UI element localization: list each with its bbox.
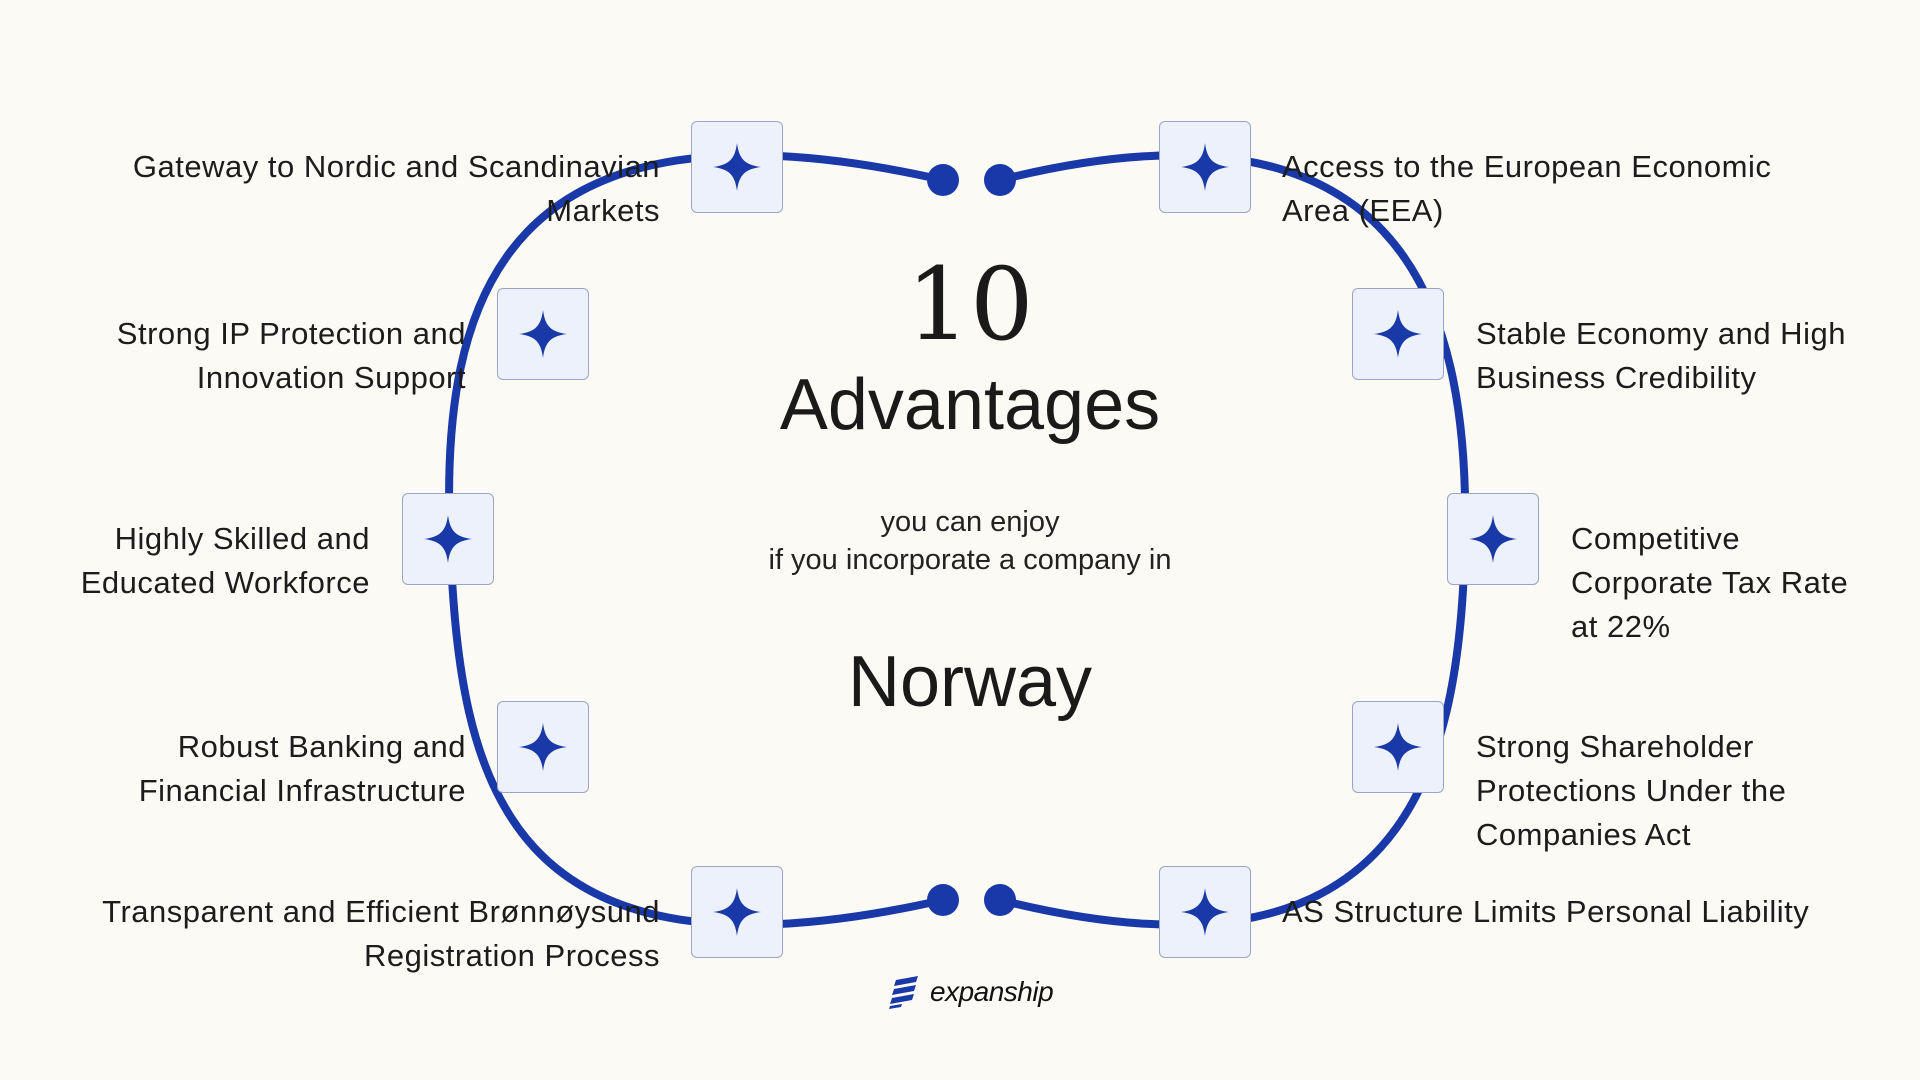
four-point-star-icon bbox=[1469, 515, 1517, 563]
headline: Advantages bbox=[779, 365, 1161, 445]
four-point-star-icon bbox=[1374, 310, 1422, 358]
advantage-label-line: Strong Shareholder bbox=[1476, 729, 1754, 764]
ring-dot-bottom-right bbox=[984, 884, 1016, 916]
advantage-label-line: Business Credibility bbox=[1476, 360, 1757, 395]
advantage-badge bbox=[691, 866, 783, 958]
advantage-badge bbox=[1159, 866, 1251, 958]
ring-dot-bottom-left bbox=[927, 884, 959, 916]
advantage-badge bbox=[1447, 493, 1539, 585]
ring-dot-top-left bbox=[927, 164, 959, 196]
advantage-label-line: Area (EEA) bbox=[1282, 193, 1444, 228]
advantage-label-line: Markets bbox=[546, 193, 660, 228]
four-point-star-icon bbox=[1181, 888, 1229, 936]
advantage-label-line: Financial Infrastructure bbox=[138, 773, 466, 808]
four-point-star-icon bbox=[713, 143, 761, 191]
four-point-star-icon bbox=[424, 515, 472, 563]
advantage-label-line: Robust Banking and bbox=[177, 729, 466, 764]
advantage-label-line: Strong IP Protection and bbox=[116, 316, 466, 351]
advantage-label-line: Protections Under the bbox=[1476, 773, 1787, 808]
advantage-badge bbox=[402, 493, 494, 585]
advantage-badge bbox=[691, 121, 783, 213]
advantage-label-line: Innovation Support bbox=[196, 360, 466, 395]
advantage-label-line: AS Structure Limits Personal Liability bbox=[1282, 894, 1810, 929]
brand-logo: expanship bbox=[888, 974, 1054, 1010]
advantage-label: AS Structure Limits Personal Liability bbox=[1282, 890, 1902, 934]
advantage-label-line: Registration Process bbox=[363, 938, 660, 973]
expanship-logo-icon bbox=[889, 976, 918, 1009]
four-point-star-icon bbox=[519, 310, 567, 358]
four-point-star-icon bbox=[1374, 723, 1422, 771]
four-point-star-icon bbox=[519, 723, 567, 771]
advantage-label-line: Highly Skilled and bbox=[114, 521, 370, 556]
country-name: Norway bbox=[847, 642, 1093, 722]
advantage-label-line: Stable Economy and High bbox=[1476, 316, 1846, 351]
advantage-badge bbox=[1352, 701, 1444, 793]
logo-text: expanship bbox=[930, 976, 1054, 1007]
advantage-label-line: Access to the European Economic bbox=[1282, 149, 1772, 184]
advantage-label-line: Transparent and Efficient Brønnøysund bbox=[102, 894, 660, 929]
ring-dot-top-right bbox=[984, 164, 1016, 196]
four-point-star-icon bbox=[713, 888, 761, 936]
advantage-badge bbox=[497, 288, 589, 380]
subline: you can enjoy if you incorporate a compa… bbox=[660, 503, 1280, 579]
four-point-star-icon bbox=[1181, 143, 1229, 191]
advantage-badge bbox=[1159, 121, 1251, 213]
advantage-label-line: Competitive bbox=[1571, 521, 1741, 556]
advantage-badge bbox=[497, 701, 589, 793]
advantage-count: 10 bbox=[906, 246, 1034, 363]
advantage-badge bbox=[1352, 288, 1444, 380]
advantage-label-line: Gateway to Nordic and Scandinavian bbox=[132, 149, 660, 184]
advantage-label-line: at 22% bbox=[1571, 609, 1671, 644]
advantage-label-line: Educated Workforce bbox=[80, 565, 370, 600]
subline-line-1: you can enjoy bbox=[880, 506, 1060, 538]
advantage-label-line: Corporate Tax Rate bbox=[1571, 565, 1849, 600]
subline-line-2: if you incorporate a company in bbox=[768, 544, 1172, 576]
advantage-label-line: Companies Act bbox=[1476, 817, 1691, 852]
